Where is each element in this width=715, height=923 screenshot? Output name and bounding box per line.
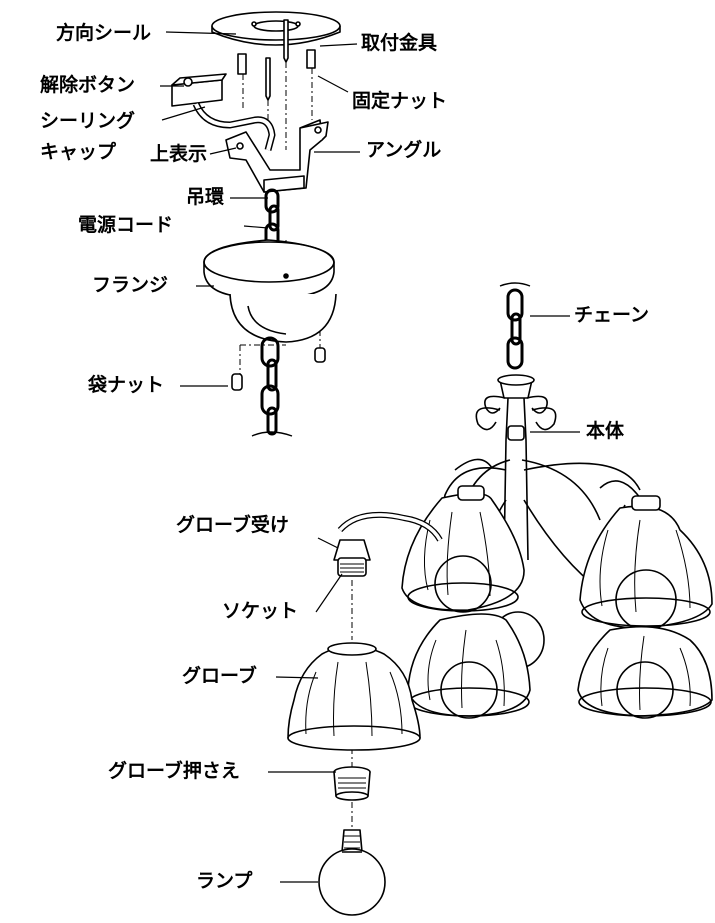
release-button-block	[171, 73, 227, 107]
lower-chain	[260, 336, 280, 436]
label-globe-holder: グローブ受け	[176, 514, 289, 536]
label-hanging-ring: 吊環	[186, 186, 225, 208]
mounting-screws	[237, 19, 316, 101]
label-chain: チェーン	[574, 304, 650, 326]
globe-retainer	[333, 766, 371, 801]
label-angle: アングル	[366, 139, 442, 161]
label-lamp: ランプ	[196, 870, 253, 892]
lamp-bulb	[318, 829, 386, 916]
label-fixing-nut: 固定ナット	[352, 90, 448, 112]
label-release-button: 解除ボタン	[40, 74, 136, 96]
label-ceiling-cap-line2: キャップ	[40, 141, 117, 163]
cap-nuts	[231, 347, 326, 391]
label-ceiling-cap-line1: シーリング	[40, 110, 136, 132]
label-direction-seal: 方向シール	[56, 22, 152, 44]
globe-holder	[333, 539, 371, 577]
label-socket: ソケット	[222, 600, 299, 622]
ceiling-plate	[211, 11, 341, 46]
label-main-body: 本体	[586, 420, 625, 442]
leader-lines	[160, 31, 580, 883]
flange	[203, 239, 337, 343]
label-cap-nut: 袋ナット	[88, 374, 165, 396]
main-chain	[506, 288, 524, 370]
label-globe: グローブ	[182, 665, 257, 687]
label-mounting-bracket: 取付金具	[361, 32, 438, 54]
label-flange: フランジ	[92, 274, 169, 296]
label-power-cord: 電源コード	[78, 214, 174, 236]
ceiling-cap-arm	[192, 102, 276, 151]
glass-globe	[287, 642, 421, 751]
chandelier-globes	[401, 485, 713, 719]
label-globe-retainer: グローブ押さえ	[108, 760, 240, 782]
label-top-marking: 上表示	[150, 143, 208, 165]
angle-bracket	[225, 119, 329, 193]
